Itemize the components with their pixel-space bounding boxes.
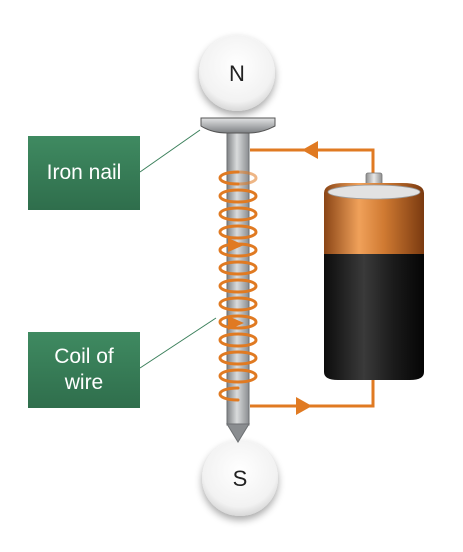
iron-nail-label: Iron nail [28, 136, 140, 210]
leader-line-coil [139, 317, 217, 369]
iron-nail-label-text: Iron nail [46, 160, 122, 184]
coil-of-wire-label: Coil of wire [28, 332, 140, 408]
north-pole-label: N [229, 61, 245, 86]
wire-arrow-bottom [296, 397, 312, 415]
north-pole-magnet: N [199, 35, 275, 111]
wire-coil [218, 170, 258, 402]
coil-arrows [228, 238, 244, 330]
wire-arrow-top [302, 141, 318, 159]
battery [324, 172, 424, 380]
south-pole-label: S [233, 466, 248, 491]
south-pole-magnet: S [202, 440, 278, 516]
coil-label-line1: Coil of [54, 344, 114, 368]
coil-label-line2: wire [64, 371, 104, 394]
coil-of-wire-label-text: Coil of wire [54, 344, 114, 397]
current-arrows [296, 141, 318, 415]
leader-line-iron-nail [139, 129, 201, 173]
circuit-wire [250, 148, 375, 408]
